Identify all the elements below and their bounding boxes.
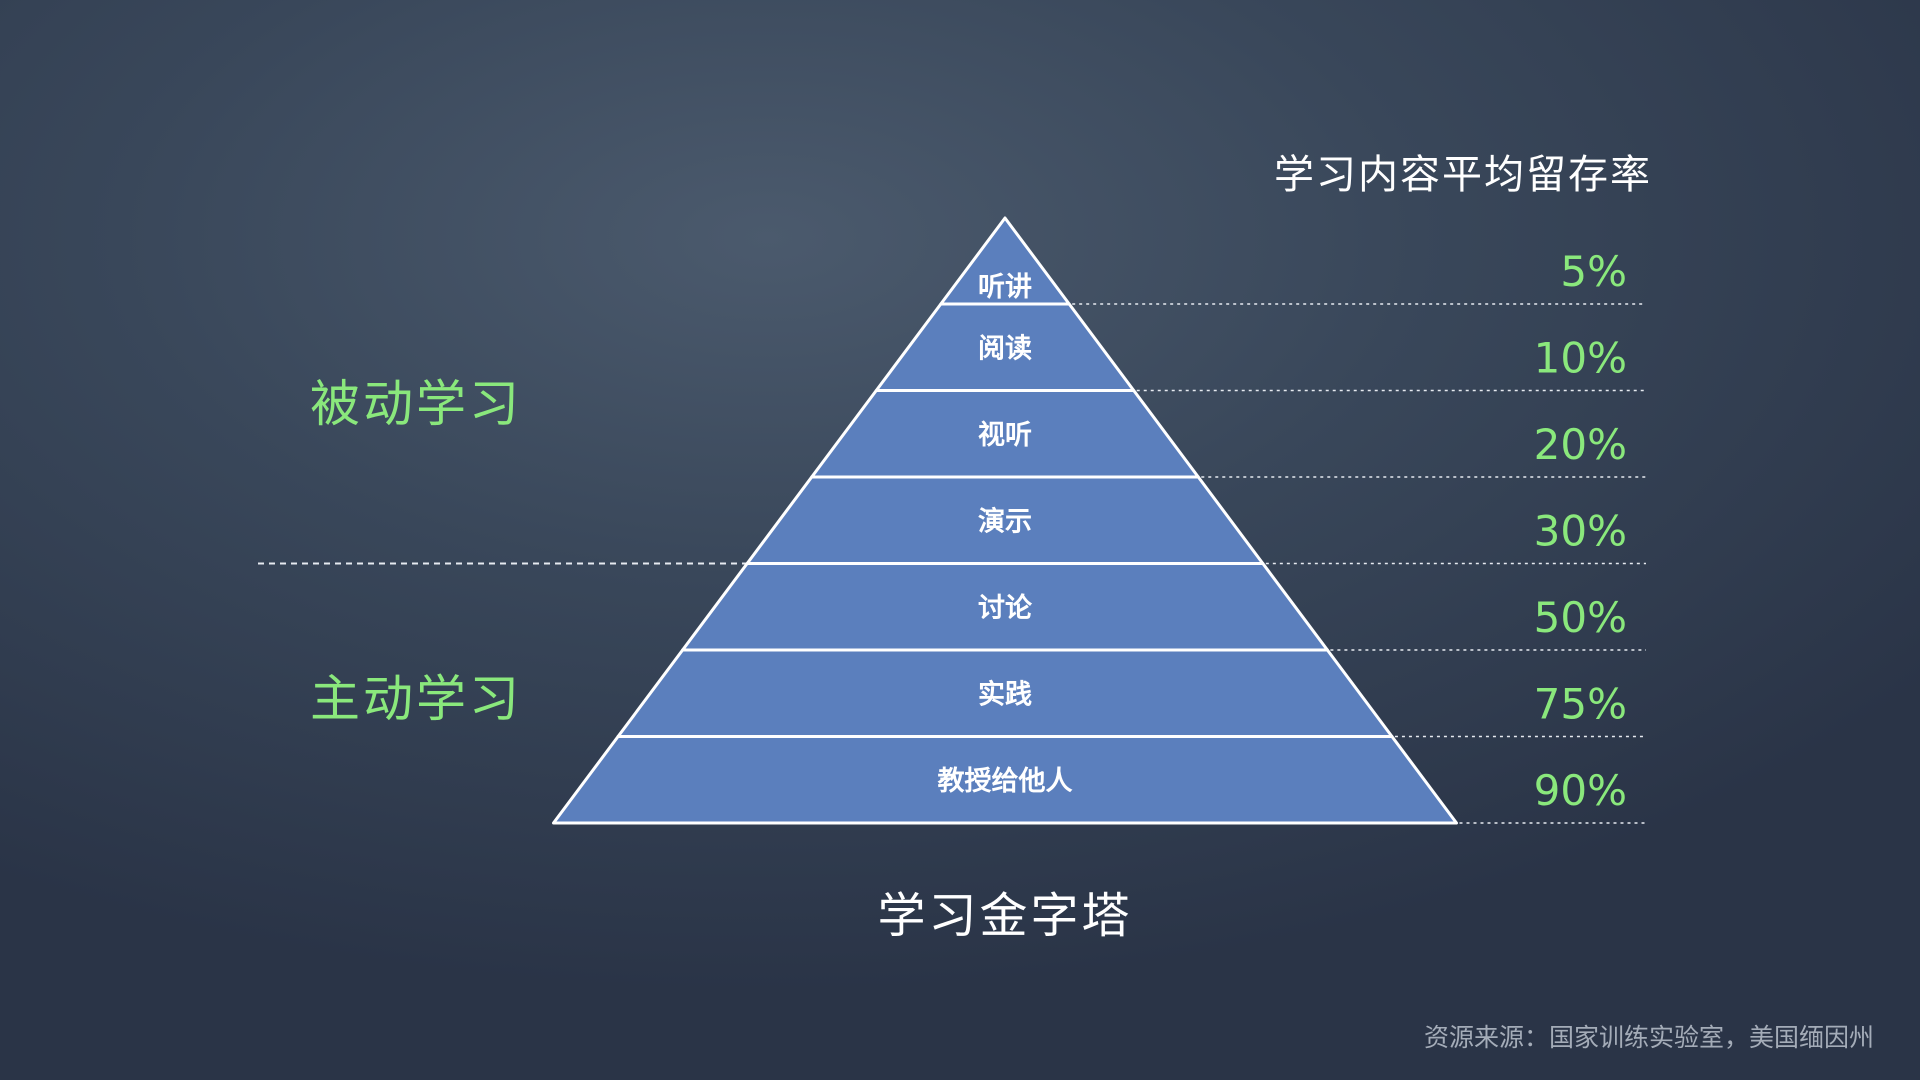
tier-label: 演示: [978, 505, 1032, 537]
retention-value: 90%: [1534, 766, 1627, 815]
retention-value: 10%: [1534, 334, 1627, 383]
tier-label: 听讲: [978, 272, 1032, 303]
tier-label: 实践: [978, 678, 1032, 710]
retention-value: 75%: [1534, 680, 1627, 729]
source-note: 资源来源：国家训练实验室，美国缅因州: [1423, 1023, 1874, 1052]
retention-value: 5%: [1560, 247, 1627, 296]
tier-label: 教授给他人: [938, 766, 1073, 797]
tier-label: 视听: [978, 420, 1032, 451]
pyramid-tier: [552, 735, 1458, 825]
retention-value: 20%: [1534, 420, 1627, 469]
active-learning-label: 主动学习: [310, 670, 522, 728]
retention-title: 学习内容平均留存率: [1274, 152, 1652, 198]
passive-learning-label: 被动学习: [310, 375, 522, 433]
retention-value: 30%: [1534, 507, 1627, 556]
tier-label: 阅读: [978, 333, 1032, 364]
retention-value: 50%: [1534, 593, 1627, 642]
tier-label: 讨论: [978, 593, 1033, 624]
diagram-title: 学习金字塔: [877, 888, 1133, 944]
